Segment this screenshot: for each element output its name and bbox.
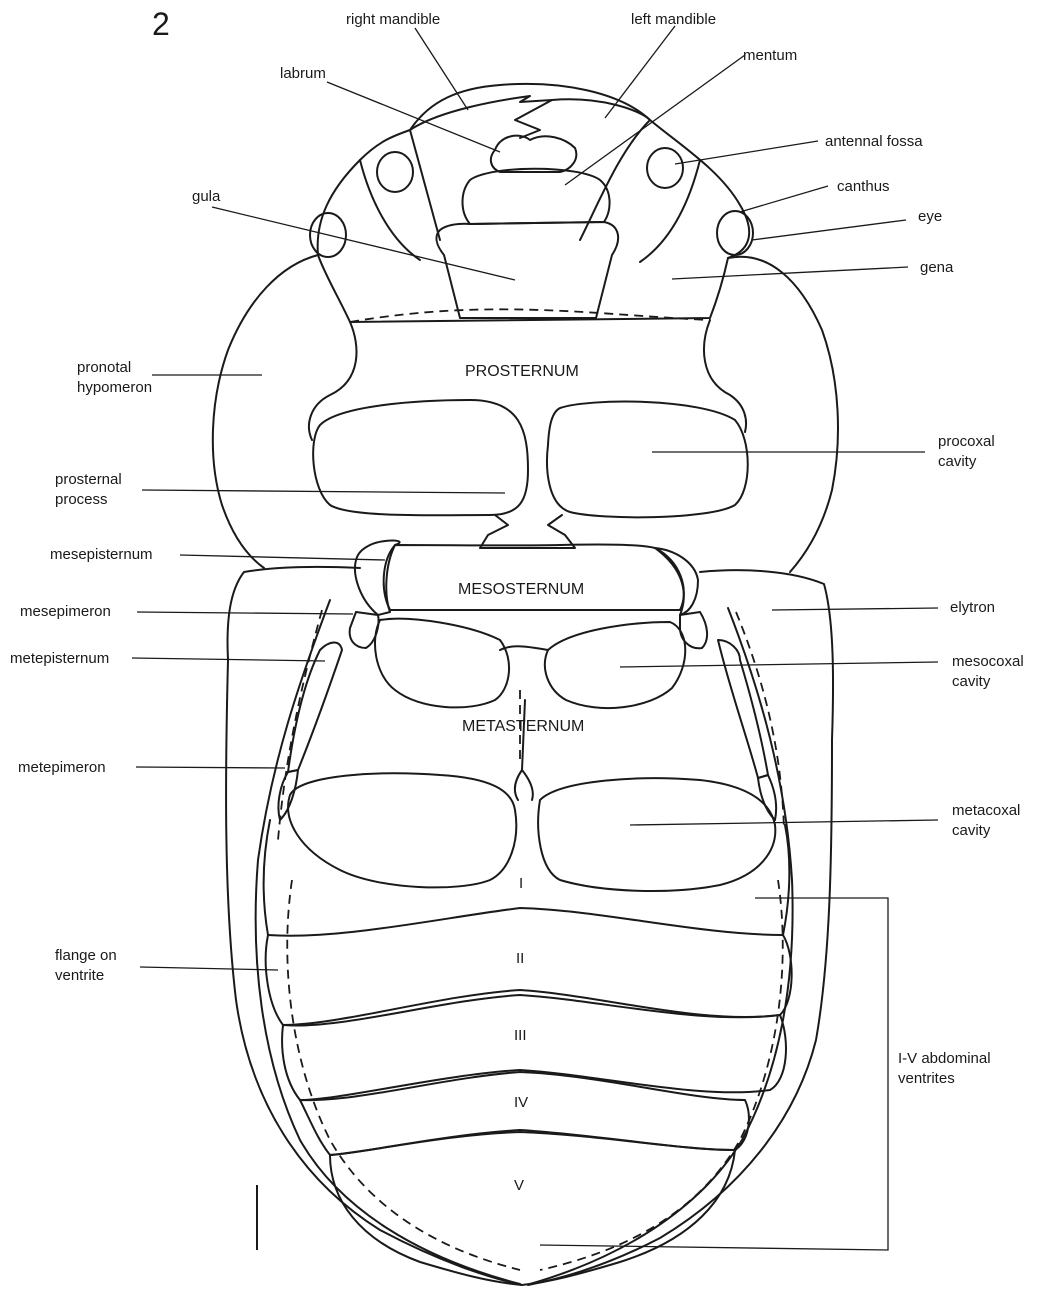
label-mesepisternum: mesepisternum: [50, 546, 153, 563]
label-labrum: labrum: [280, 65, 326, 82]
label-mesepimeron: mesepimeron: [20, 603, 111, 620]
ventrite-II-label: II: [516, 950, 524, 967]
ventrite-I-label: I: [519, 875, 523, 892]
label-metepimeron: metepimeron: [18, 759, 106, 776]
label-antennal-fossa: antennal fossa: [825, 133, 923, 150]
mesocoxal-cavity-left: [375, 619, 509, 708]
elytron-left-shape: [226, 567, 522, 1285]
mesosternum-outline: [384, 544, 684, 610]
label-flange-on-ventrite: flange on ventrite: [55, 947, 121, 984]
ventrite-V-label: V: [514, 1177, 524, 1194]
head-capsule: [318, 84, 750, 322]
abdomen: [264, 820, 792, 1285]
label-mentum: mentum: [743, 47, 797, 64]
ventrite-II-border: [266, 908, 792, 1025]
mesocoxal-cavity-right: [545, 622, 685, 708]
label-procoxal-cavity: procoxal cavity: [938, 433, 999, 470]
procoxal-cavity-left: [313, 400, 528, 515]
prosternum-outline: [309, 320, 746, 440]
mesothorax: [350, 540, 707, 708]
ventrite-III-border: [282, 995, 786, 1100]
label-prosternal-process: prosternal process: [55, 471, 126, 508]
metepisternum-left-shape: [288, 643, 342, 773]
label-right-mandible: right mandible: [346, 11, 440, 28]
leader-lines: [132, 26, 938, 1250]
region-mesosternum: MESOSTERNUM: [458, 581, 584, 598]
mesepisternum-right-shape: [655, 548, 698, 615]
region-prosternum: PROSTERNUM: [465, 363, 579, 380]
label-gena: gena: [920, 259, 954, 276]
ventrite-V-border: [330, 1132, 735, 1285]
epipleuron-left-inner: [256, 600, 520, 1284]
prosternal-process-shape: [480, 515, 575, 548]
label-elytron: elytron: [950, 599, 995, 616]
ventrite-IV-label: IV: [514, 1094, 528, 1111]
label-left-mandible: left mandible: [631, 11, 716, 28]
antennal-fossa-left: [377, 152, 413, 192]
label-pronotal-hypomeron: pronotal hypomeron: [77, 359, 152, 396]
pronotal-hypomeron-left-shape: [213, 255, 318, 568]
procoxal-cavity-right: [547, 402, 748, 518]
ventrite-IV-border: [300, 1072, 749, 1155]
label-metepisternum: metepisternum: [10, 650, 109, 667]
eye-right: [717, 211, 753, 255]
label-abdominal-ventrites: I-V abdominal ventrites: [898, 1050, 995, 1087]
metathorax: [278, 640, 776, 891]
label-eye: eye: [918, 208, 942, 225]
head: [310, 84, 753, 322]
figure-number: 2: [152, 6, 170, 42]
region-metasternum: METASTERNUM: [462, 718, 584, 735]
mentum-shape: [463, 169, 610, 224]
metepimeron-right-shape: [758, 775, 776, 820]
label-metacoxal-cavity: metacoxal cavity: [952, 802, 1025, 839]
ventrite-I-shape: [264, 820, 790, 935]
mesepisternum-left-shape: [355, 540, 400, 615]
elytron-right-shape: [528, 570, 833, 1285]
gula-shape: [437, 222, 619, 318]
label-canthus: canthus: [837, 178, 890, 195]
metepisternum-right-shape: [718, 640, 768, 778]
labrum-shape: [491, 136, 576, 172]
metacoxal-cavity-right: [538, 778, 775, 891]
antennal-fossa-right: [647, 148, 683, 188]
label-gula: gula: [192, 188, 221, 205]
metacoxal-cavity-left: [288, 773, 516, 887]
ventrite-III-label: III: [514, 1027, 527, 1044]
prosternum: [309, 320, 748, 548]
label-mesocoxal-cavity: mesocoxal cavity: [952, 653, 1028, 690]
